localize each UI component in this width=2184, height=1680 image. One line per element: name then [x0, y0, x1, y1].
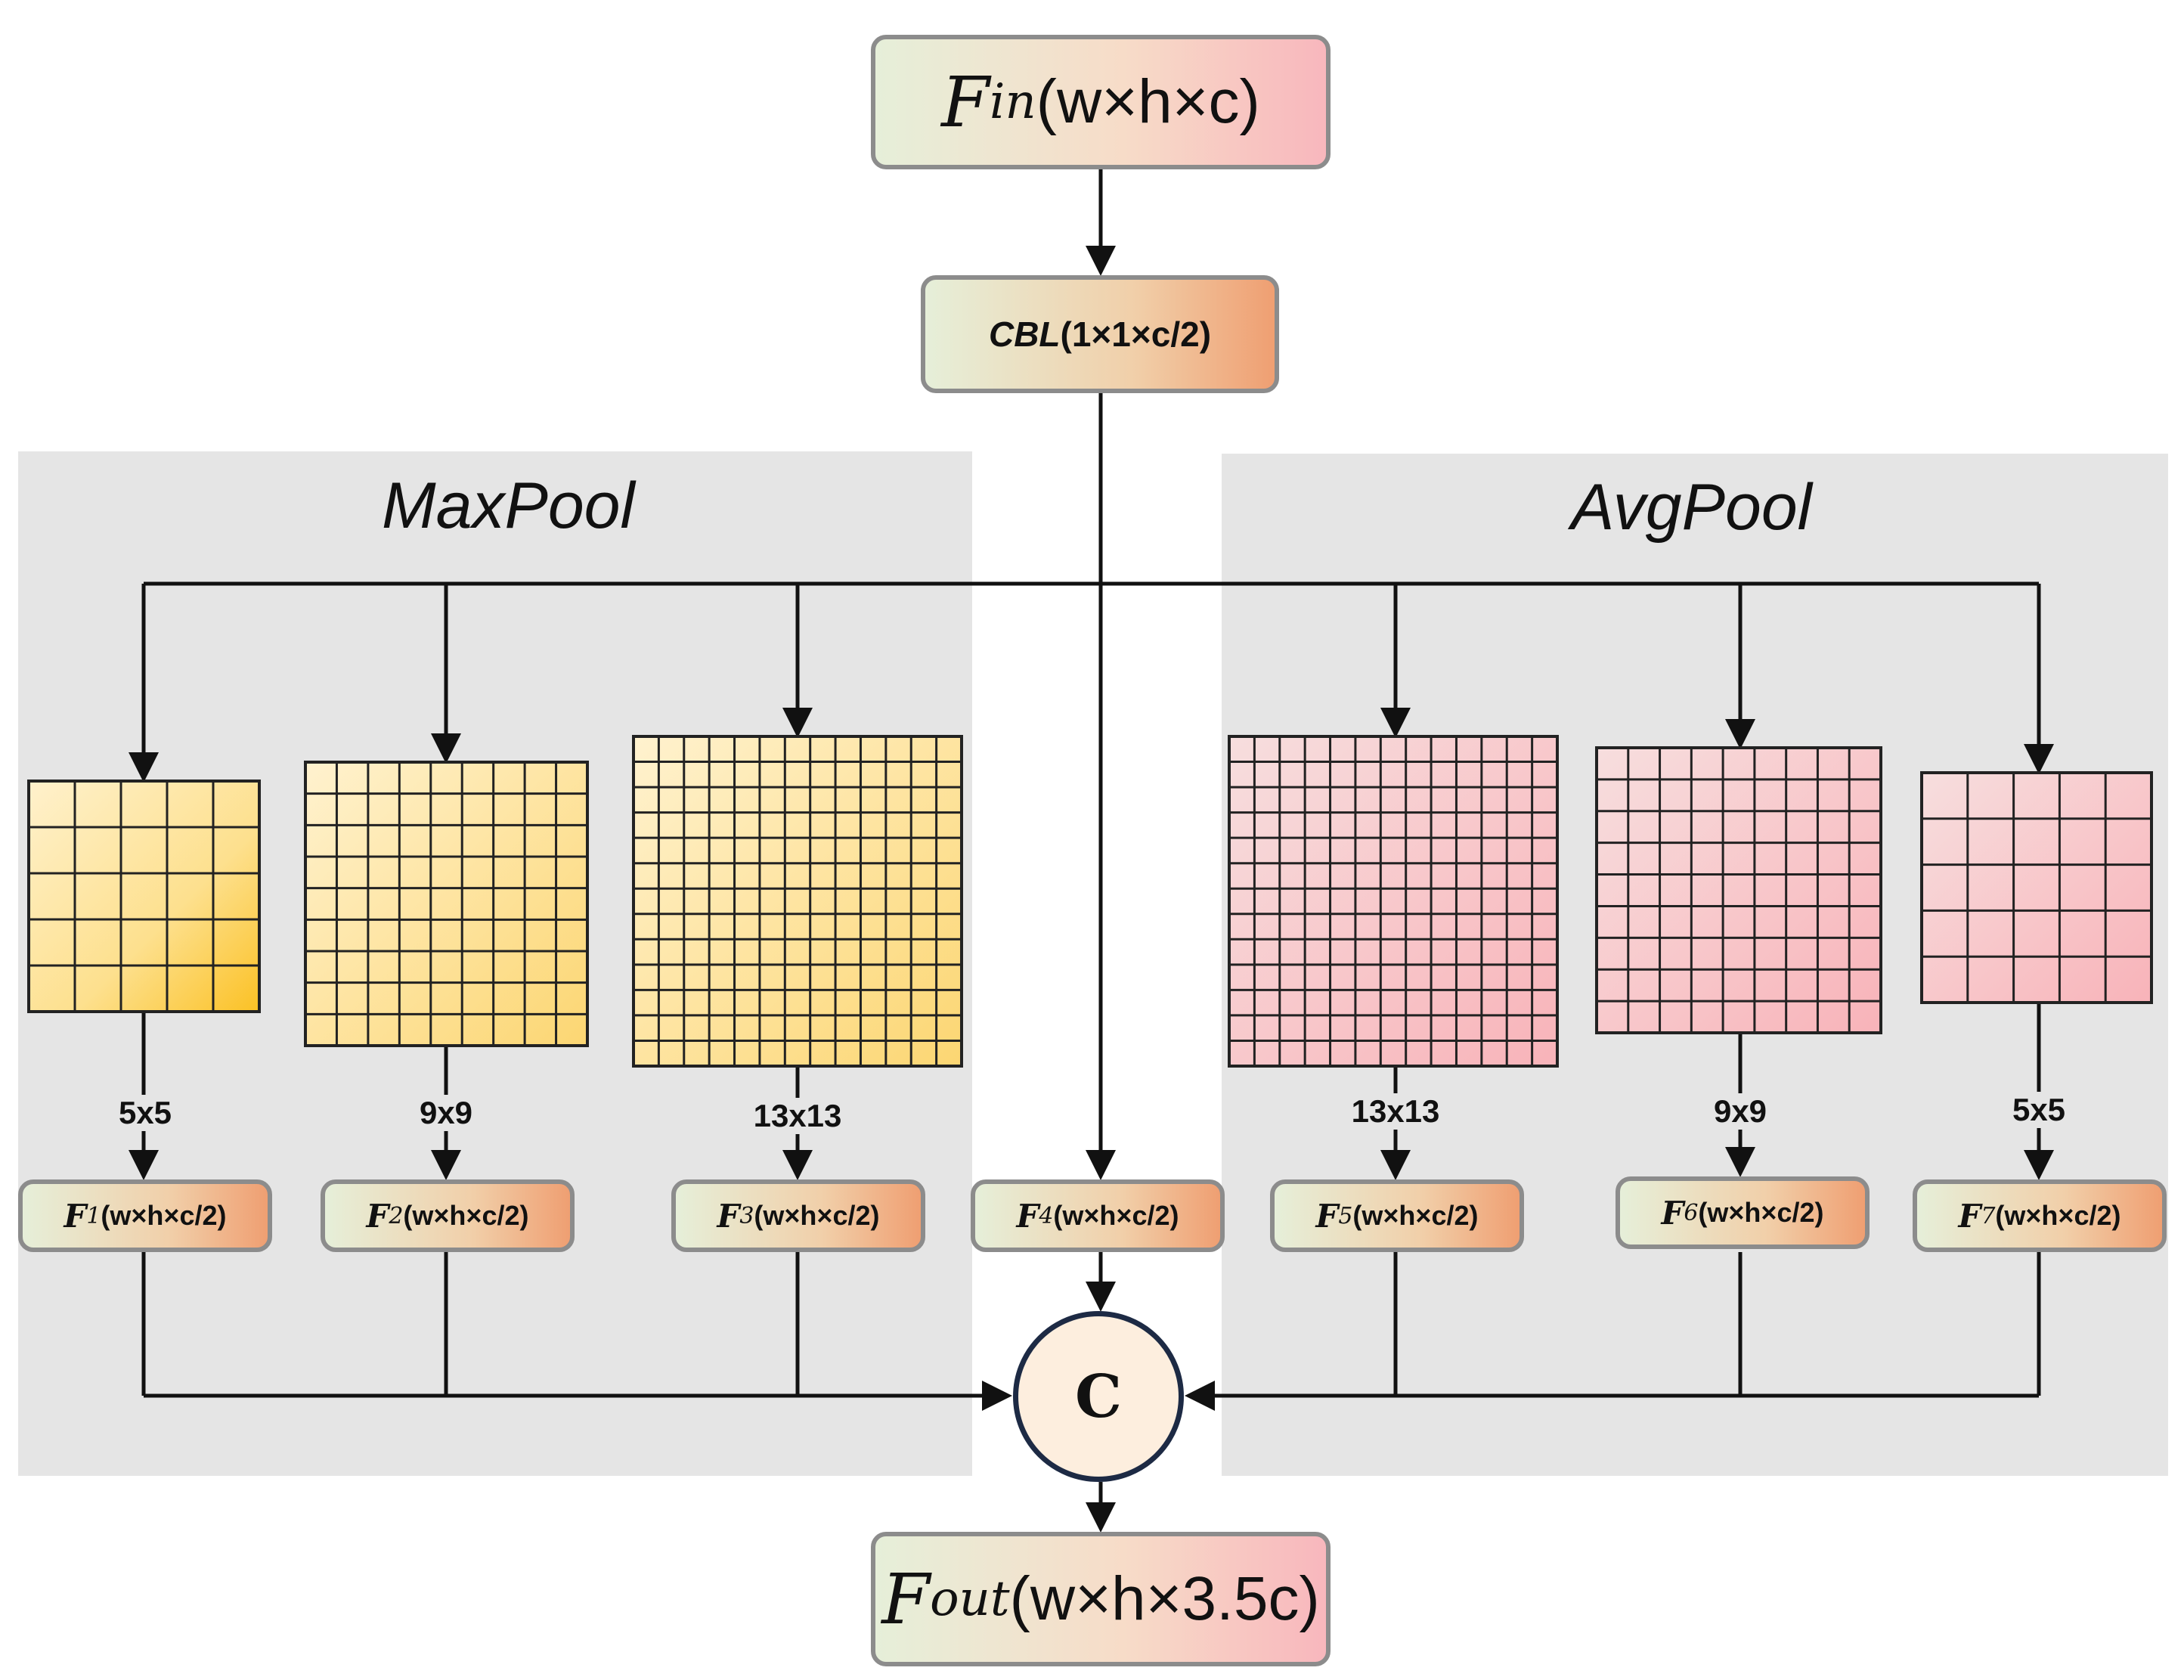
feature-subscript: 3 — [739, 1202, 754, 1229]
feature-subscript: 5 — [1338, 1202, 1353, 1229]
grid-size-label: 5x5 — [115, 1095, 175, 1131]
concat-node: C — [1013, 1311, 1184, 1482]
avgpool-title: AvgPool — [1571, 471, 1812, 544]
feature-symbol: F — [1958, 1197, 1981, 1235]
feature-dims: (w×h×c/2) — [403, 1200, 529, 1231]
feature-dims: (w×h×c/2) — [101, 1200, 227, 1231]
feature-dims: (w×h×c/2) — [754, 1200, 880, 1231]
pool-grids — [27, 735, 2153, 1068]
pool-grid-9x9 — [304, 761, 589, 1047]
grid-size-label: 5x5 — [2009, 1092, 2069, 1128]
cbl-dims: (1×1×c/2) — [1060, 315, 1212, 354]
pool-grid-13x13 — [1228, 735, 1559, 1068]
feature-dims: (w×h×c/2) — [1698, 1197, 1824, 1228]
feature-symbol: F — [366, 1197, 389, 1235]
pool-grid-5x5 — [1920, 771, 2153, 1004]
grid-size-label: 13x13 — [750, 1098, 845, 1134]
input-dims: (w×h×c) — [1036, 67, 1260, 136]
feature-subscript: 4 — [1039, 1202, 1054, 1229]
feature-symbol: F — [64, 1197, 87, 1235]
input-symbol: F — [941, 61, 990, 143]
output-dims: (w×h×3.5c) — [1009, 1564, 1320, 1633]
feature-subscript: 2 — [389, 1202, 404, 1229]
grid-size-label: 13x13 — [1348, 1093, 1443, 1130]
connector-lines — [129, 169, 2054, 1533]
feature-symbol: F — [1016, 1197, 1039, 1235]
feature-symbol: F — [1661, 1194, 1684, 1232]
feature-symbol: F — [1315, 1197, 1339, 1235]
feature-subscript: 6 — [1684, 1199, 1699, 1226]
feature-dims: (w×h×c/2) — [1053, 1200, 1179, 1231]
pool-grid-9x9 — [1595, 746, 1882, 1034]
feature-dims: (w×h×c/2) — [1995, 1200, 2121, 1231]
input-subscript: in — [989, 74, 1036, 130]
cbl-name: CBL — [988, 315, 1061, 354]
grid-size-label: 9x9 — [416, 1095, 476, 1131]
pool-grid-13x13 — [632, 735, 963, 1068]
feature-subscript: 1 — [86, 1202, 101, 1229]
cbl-box: CBL(1×1×c/2) — [921, 275, 1279, 393]
output-symbol: F — [881, 1558, 931, 1640]
feature-symbol: F — [717, 1197, 740, 1235]
maxpool-title: MaxPool — [382, 470, 635, 542]
feature-subscript: 7 — [1981, 1202, 1996, 1229]
feature-dims: (w×h×c/2) — [1352, 1200, 1479, 1231]
pool-grid-5x5 — [27, 780, 261, 1013]
output-subscript: out — [930, 1571, 1010, 1627]
grid-size-label: 9x9 — [1710, 1093, 1770, 1130]
